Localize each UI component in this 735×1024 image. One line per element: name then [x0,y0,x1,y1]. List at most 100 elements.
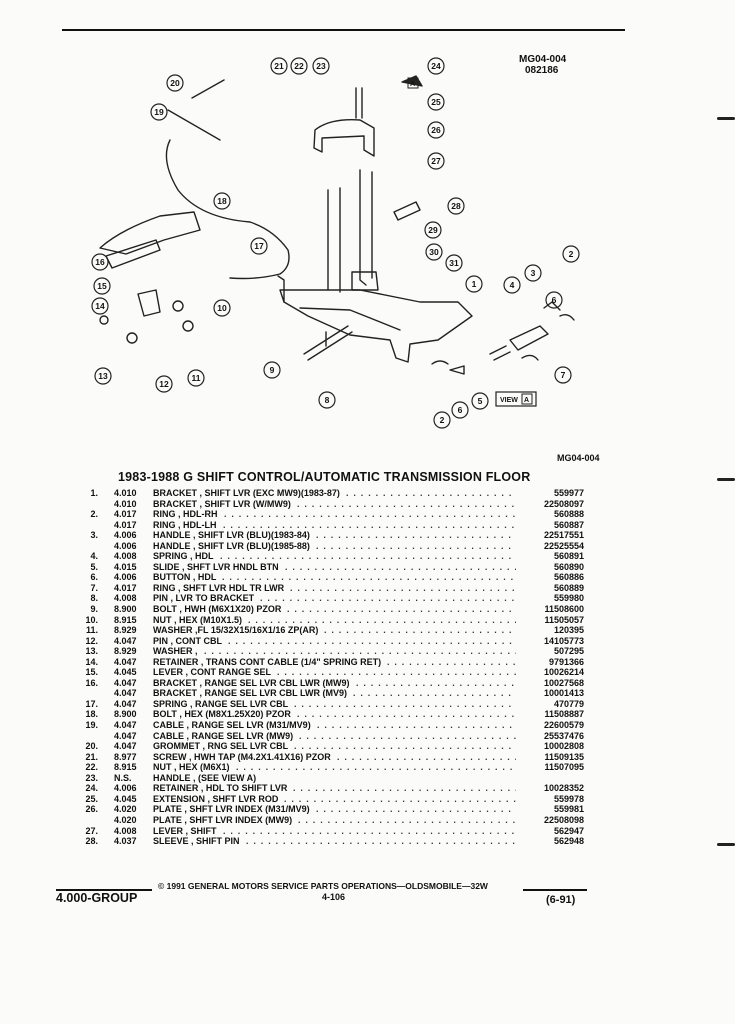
callout-9: 9 [270,365,275,375]
part-group-number: 4.047 [114,730,137,741]
part-ref-number: 8. [90,593,98,604]
view-letter: A [524,397,529,404]
leader-dots: . . . . . . . . . . . . . . . . . . . . … [316,804,516,815]
part-ref-number: 28. [85,836,98,847]
part-group-number: 4.047 [114,688,137,699]
part-ref-number: 21. [85,751,98,762]
part-description: EXTENSION , SHFT LVR ROD [153,793,279,804]
section-title: 1983-1988 G SHIFT CONTROL/AUTOMATIC TRAN… [118,470,531,484]
part-description: CABLE , RANGE SEL LVR (M31/MV9) [153,720,311,731]
part-group-number: 4.008 [114,551,137,562]
part-ref-number: 13. [85,646,98,657]
leader-dots: . . . . . . . . . . . . . . . . . . . . … [204,646,516,657]
leader-dots: . . . . . . . . . . . . . . . . . . . . … [236,762,516,773]
edge-mark [717,117,735,120]
part-number: 559981 [553,804,584,815]
part-description: LEVER , CONT RANGE SEL [153,667,272,678]
part-description: HANDLE , SHIFT LVR (BLU)(1985-88) [153,540,310,551]
part-group-number: 4.020 [114,804,137,815]
part-number: 507295 [553,646,584,657]
callout-3: 3 [531,268,536,278]
exploded-parts-diagram: 1 2 3 4 5 6 7 8 9 10 11 12 13 14 15 16 1… [91,57,580,429]
callout-22: 22 [294,61,304,71]
part-number: 22600579 [543,720,584,731]
callout-21: 21 [274,61,284,71]
part-ref-number: 24. [85,783,98,794]
part-ref-number: 14. [85,656,98,667]
part-number: 22517551 [543,530,584,541]
callout-6-view: 6 [458,405,463,415]
edge-mark [717,843,735,846]
leader-dots: . . . . . . . . . . . . . . . . . . . . … [356,677,516,688]
part-group-number: 4.010 [114,498,137,509]
part-ref-number: 27. [85,825,98,836]
callout-31: 31 [449,258,459,268]
part-description: SLIDE , SHFT LVR HNDL BTN [153,561,279,572]
part-group-number: 8.915 [114,762,137,773]
part-group-number: 4.006 [114,530,137,541]
part-number: 120395 [553,625,584,636]
top-rule [62,29,625,31]
callout-29: 29 [428,225,438,235]
part-group-number: 8.915 [114,614,137,625]
leader-dots: . . . . . . . . . . . . . . . . . . . . … [277,667,516,678]
callout-20: 20 [170,78,180,88]
part-number: 10026214 [543,667,584,678]
callout-8: 8 [325,395,330,405]
part-number: 9791366 [548,656,584,667]
illustration-date: 082186 [525,65,559,76]
part-number: 22525554 [543,540,584,551]
callout-15: 15 [97,281,107,291]
part-ref-number: 17. [85,698,98,709]
callout-10: 10 [217,303,227,313]
callout-2: 2 [569,249,574,259]
view-a-arrow-letter: A [410,81,415,88]
leader-dots: . . . . . . . . . . . . . . . . . . . . … [298,814,516,825]
part-description: BUTTON , HDL [153,572,217,583]
part-number: 10028352 [543,783,584,794]
leader-dots: . . . . . . . . . . . . . . . . . . . . … [246,836,516,847]
part-ref-number: 4. [90,551,98,562]
part-group-number: 8.900 [114,604,137,615]
part-number: 559978 [553,793,584,804]
leader-dots: . . . . . . . . . . . . . . . . . . . . … [297,709,516,720]
part-group-number: 8.929 [114,646,137,657]
part-ref-number: 15. [85,667,98,678]
part-ref-number: 12. [85,635,98,646]
callout-30: 30 [429,247,439,257]
part-description: CABLE , RANGE SEL LVR (MW9) [153,730,294,741]
part-row: 23.N.S.HANDLE , (SEE VIEW A) [80,773,584,784]
part-description: RING , SHFT LVR HDL TR LWR [153,582,285,593]
part-group-number: 4.047 [114,741,137,752]
callout-11: 11 [192,373,201,383]
leader-dots: . . . . . . . . . . . . . . . . . . . . … [299,730,516,741]
leader-dots: . . . . . . . . . . . . . . . . . . . . … [224,509,516,520]
part-group-number: 4.047 [114,698,137,709]
part-description: SPRING , RANGE SEL LVR CBL [153,698,289,709]
part-group-number: 4.017 [114,582,137,593]
footer-rule-left [56,889,152,891]
revision-date: (6-91) [546,894,576,906]
part-group-number: 4.006 [114,572,137,583]
part-number: 560889 [553,582,584,593]
part-ref-number: 5. [90,561,98,572]
part-ref-number: 3. [90,530,98,541]
part-ref-number: 6. [90,572,98,583]
part-description: PIN , LVR TO BRACKET [153,593,255,604]
group-label: 4.000-GROUP [56,891,138,905]
part-description: WASHER , [153,646,198,657]
part-description: GROMMET , RNG SEL LVR CBL [153,741,289,752]
callout-7: 7 [561,370,566,380]
callout-4: 4 [510,280,515,290]
